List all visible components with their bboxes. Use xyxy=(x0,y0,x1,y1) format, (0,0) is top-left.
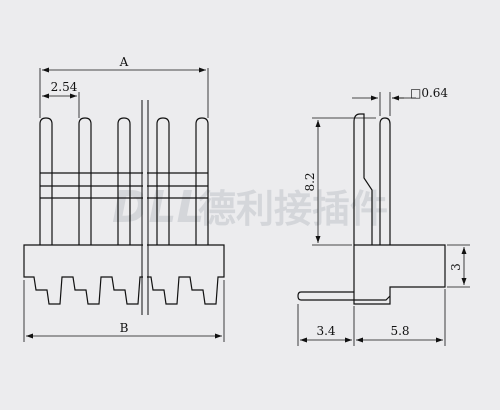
watermark: DLL 德利接插件 xyxy=(112,182,388,233)
pin-2 xyxy=(78,117,92,245)
dim-right-offset-label: 5.8 xyxy=(390,324,409,338)
dim-pin-size-label: □0.64 xyxy=(410,86,448,100)
front-dimensions xyxy=(23,67,225,342)
side-dimensions xyxy=(297,92,470,346)
pin-3 xyxy=(117,117,131,245)
side-view xyxy=(297,113,446,305)
pins xyxy=(39,117,209,245)
watermark-latin: DLL xyxy=(112,182,205,233)
watermark-chinese: 德利接插件 xyxy=(198,187,388,231)
dim-left-offset-label: 3.4 xyxy=(316,324,335,338)
side-pin-front xyxy=(353,113,373,245)
pin-5 xyxy=(195,117,209,245)
side-pin-rear xyxy=(379,117,391,245)
dim-pitch-label: 2.54 xyxy=(51,80,78,94)
dim-a-label: A xyxy=(119,55,129,69)
housing xyxy=(23,244,225,305)
crossbars xyxy=(40,172,208,199)
side-housing xyxy=(353,122,446,305)
pin-4 xyxy=(156,117,170,245)
pin-1 xyxy=(39,117,53,245)
side-tail xyxy=(297,291,391,301)
front-view xyxy=(23,100,225,315)
dim-bend-height-label: 3 xyxy=(449,263,463,271)
dim-pin-height-label: 8.2 xyxy=(303,172,317,191)
dim-b-label: B xyxy=(120,321,129,335)
